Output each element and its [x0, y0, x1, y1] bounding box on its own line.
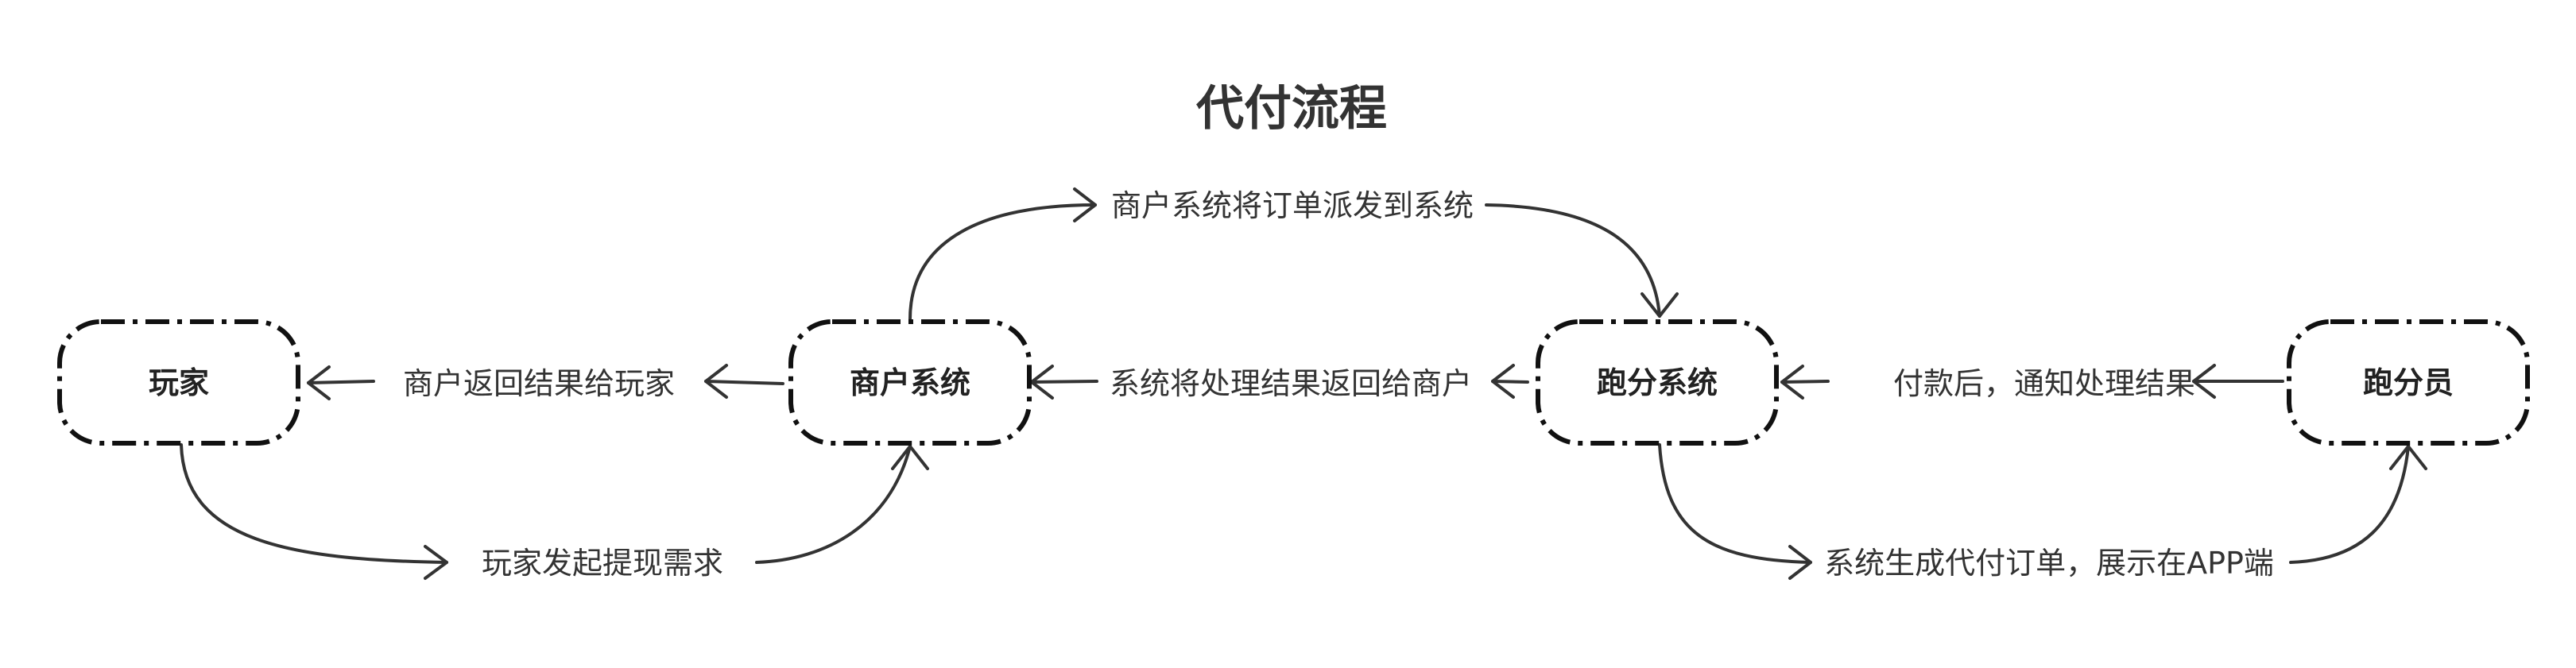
edge-label-merchant-return: 商户返回结果给玩家	[403, 366, 675, 401]
node-label-player: 玩家	[149, 365, 209, 400]
node-runner-system: 跑分系统	[1536, 319, 1779, 446]
node-player: 玩家	[57, 319, 300, 446]
edge-label-system-return: 系统将处理结果返回给商户	[1110, 366, 1472, 401]
diagram-title: 代付流程	[1195, 81, 1387, 137]
node-runner: 跑分员	[2287, 319, 2530, 446]
node-label-runner: 跑分员	[2363, 365, 2454, 400]
edge-runner-notify	[1780, 364, 2284, 400]
node-merchant-system: 商户系统	[788, 319, 1032, 446]
edge-label-system-generate: 系统生成代付订单，展示在APP端	[1824, 546, 2274, 581]
edge-merchant-return	[307, 364, 784, 400]
edge-label-runner-notify: 付款后，通知处理结果	[1893, 366, 2195, 401]
node-label-runner-system: 跑分系统	[1597, 365, 1718, 400]
edge-label-merchant-dispatch: 商户系统将订单派发到系统	[1111, 188, 1474, 223]
edge-player-request	[180, 443, 929, 580]
edge-label-player-request: 玩家发起提现需求	[482, 546, 723, 581]
edge-system-generate	[1658, 443, 2427, 580]
edge-merchant-dispatch	[908, 187, 1679, 321]
node-label-merchant-system: 商户系统	[850, 365, 970, 400]
